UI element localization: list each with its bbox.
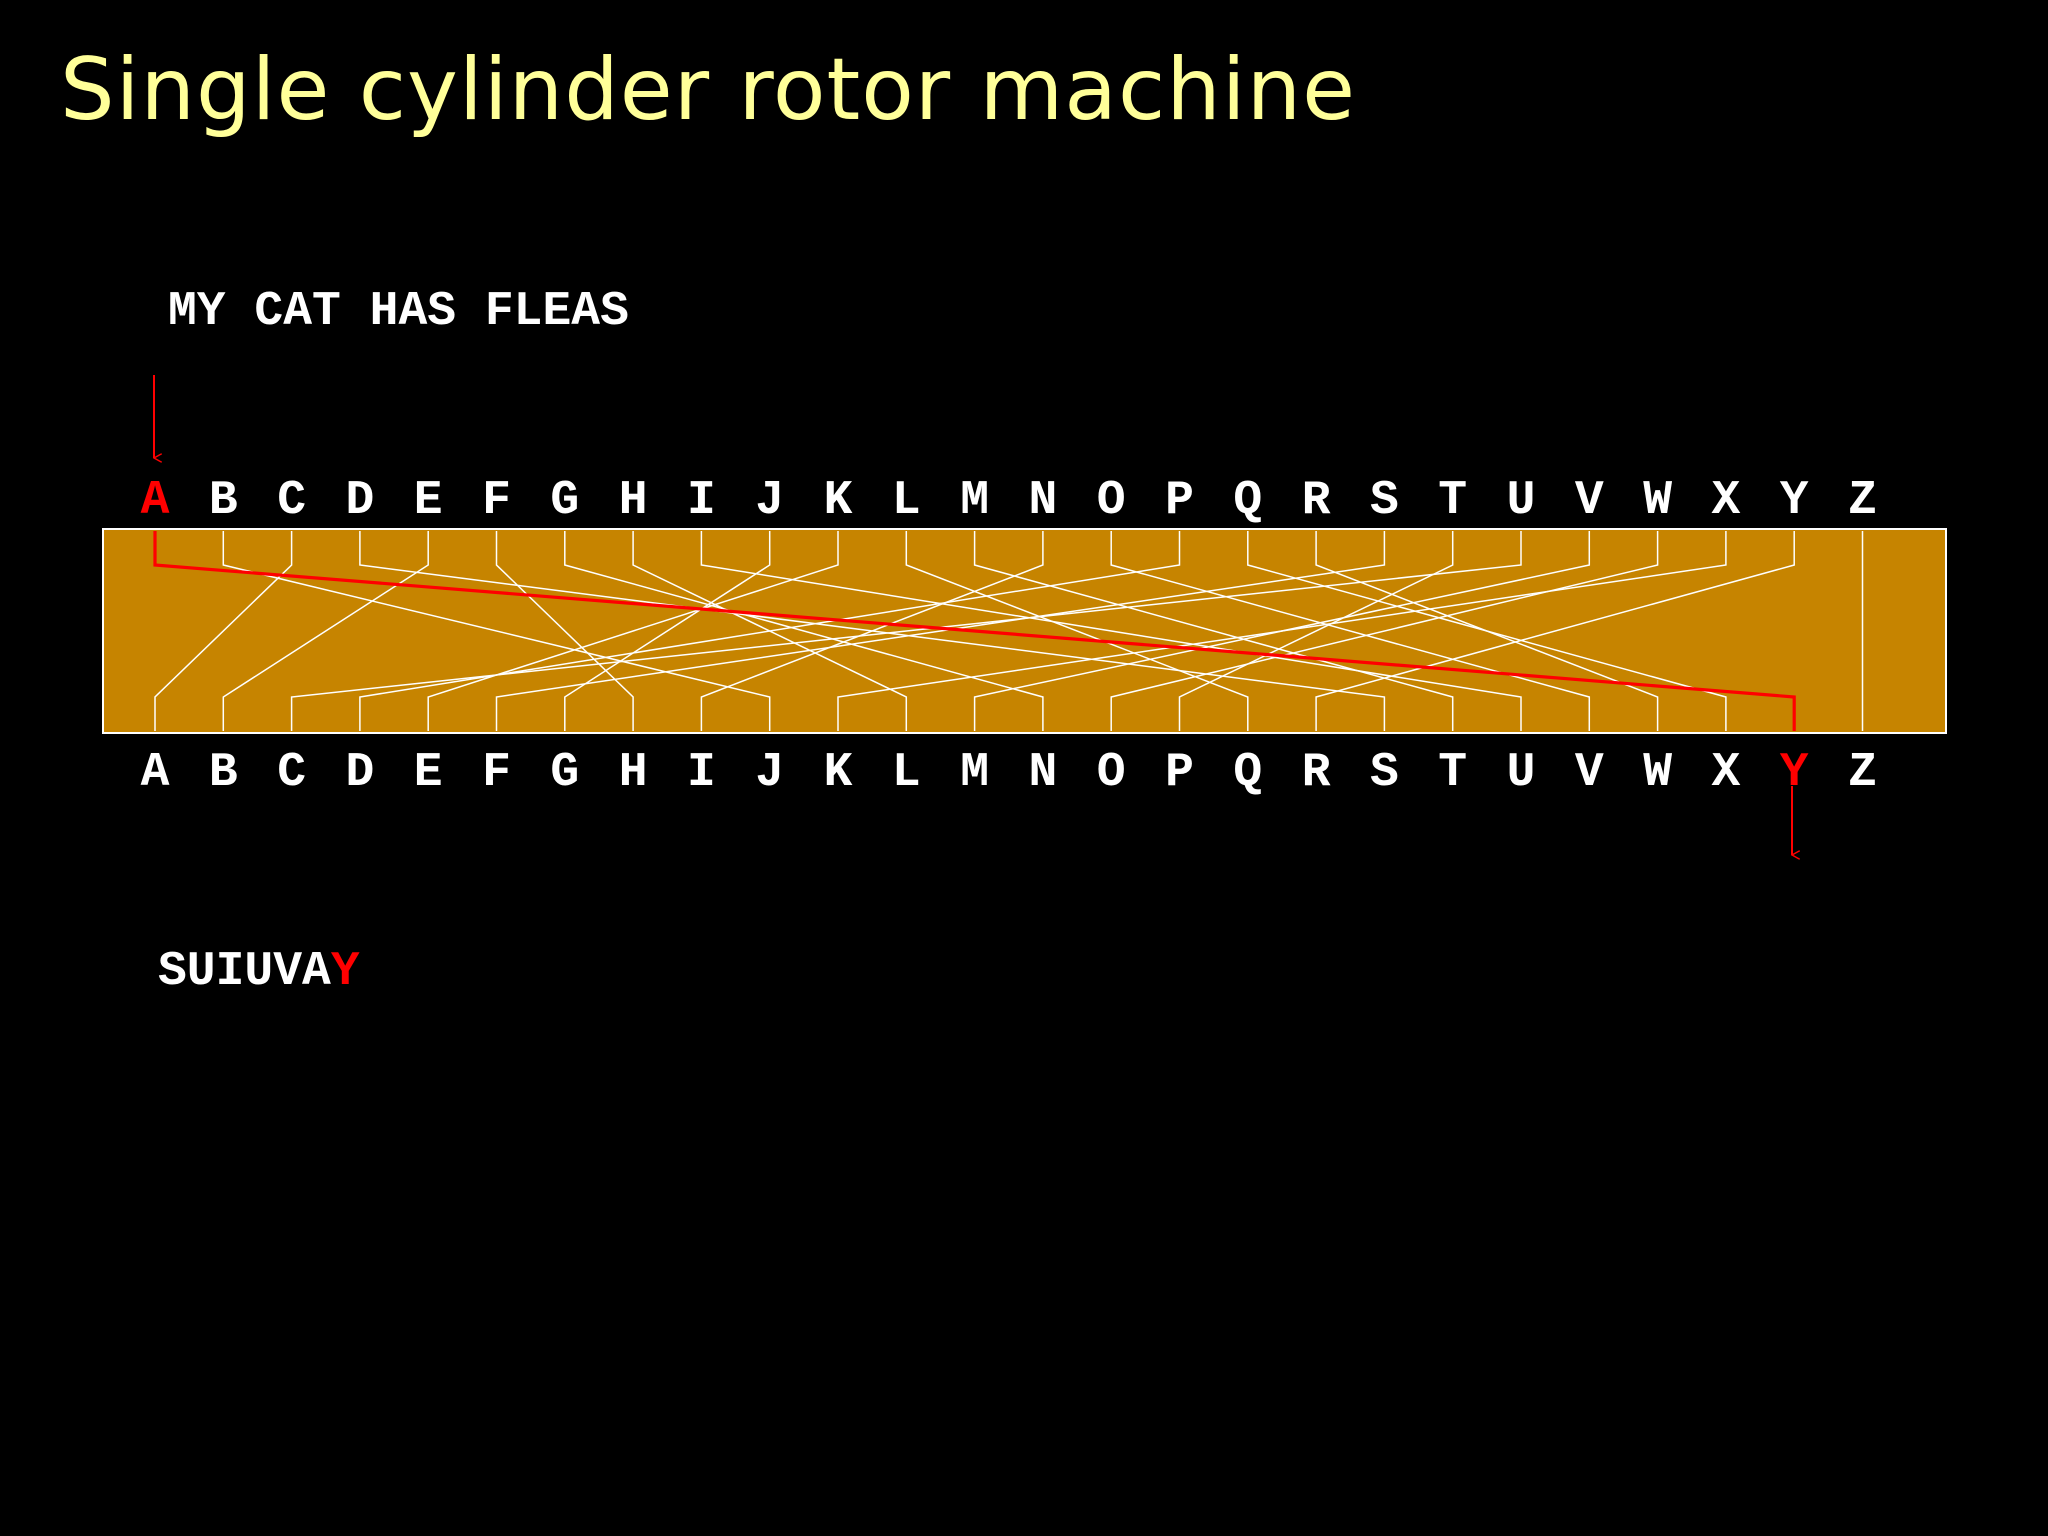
input-letter-i: I <box>687 474 716 528</box>
active-wire-path <box>153 531 1796 731</box>
wire-n-to-i <box>700 531 1044 731</box>
output-letter-y: Y <box>1780 746 1809 800</box>
output-letter-s: S <box>1370 746 1399 800</box>
output-letter-t: T <box>1438 746 1467 800</box>
input-letter-z: Z <box>1848 474 1877 528</box>
input-letter-o: O <box>1097 474 1126 528</box>
wire-x-to-k <box>837 531 1727 731</box>
input-letter-e: E <box>414 474 443 528</box>
wire-y-to-r <box>1315 531 1795 731</box>
wire-r-to-w <box>1315 531 1659 731</box>
wire-c-to-a <box>154 531 293 731</box>
input-letter-t: T <box>1438 474 1467 528</box>
output-letter-j: J <box>755 746 784 800</box>
wire-e-to-b <box>222 531 429 731</box>
wire-i-to-u <box>700 531 1522 731</box>
output-letter-l: L <box>892 746 921 800</box>
output-letter-m: M <box>960 746 989 800</box>
output-letter-n: N <box>1028 746 1057 800</box>
wire-a-to-y <box>153 531 1796 731</box>
output-letter-d: D <box>345 746 374 800</box>
output-letter-o: O <box>1097 746 1126 800</box>
ciphertext-output: SUIUVAY <box>158 945 360 999</box>
output-letter-q: Q <box>1233 746 1262 800</box>
input-letter-p: P <box>1165 474 1194 528</box>
wire-w-to-o <box>1110 531 1659 731</box>
wire-p-to-d <box>359 531 1181 731</box>
input-letter-m: M <box>960 474 989 528</box>
wire-b-to-j <box>222 531 771 731</box>
ciphertext-prefix: SUIUVA <box>158 945 331 999</box>
output-letter-h: H <box>619 746 648 800</box>
output-letter-k: K <box>824 746 853 800</box>
slide-title: Single cylinder rotor machine <box>60 40 1357 140</box>
input-letter-v: V <box>1575 474 1604 528</box>
plaintext-message: MY CAT HAS FLEAS <box>168 285 629 339</box>
output-letter-c: C <box>277 746 306 800</box>
input-letter-l: L <box>892 474 921 528</box>
input-letter-f: F <box>482 474 511 528</box>
input-letter-k: K <box>824 474 853 528</box>
rotor-wires <box>154 531 1864 731</box>
wire-f-to-h <box>495 531 634 731</box>
output-letter-x: X <box>1711 746 1740 800</box>
output-letter-e: E <box>414 746 443 800</box>
wire-u-to-c <box>290 531 1522 731</box>
output-letter-f: F <box>482 746 511 800</box>
input-letter-r: R <box>1302 474 1331 528</box>
wire-j-to-g <box>564 531 771 731</box>
rotor-cylinder <box>102 528 1947 734</box>
wire-o-to-v <box>1110 531 1591 731</box>
wire-k-to-e <box>427 531 839 731</box>
output-letter-u: U <box>1507 746 1536 800</box>
input-letter-a: A <box>141 474 170 528</box>
output-letter-w: W <box>1643 746 1672 800</box>
input-letter-s: S <box>1370 474 1399 528</box>
input-letter-u: U <box>1507 474 1536 528</box>
output-letter-a: A <box>141 746 170 800</box>
output-letter-g: G <box>550 746 579 800</box>
input-letter-j: J <box>755 474 784 528</box>
input-letter-w: W <box>1643 474 1672 528</box>
wire-g-to-n <box>564 531 1044 731</box>
wire-t-to-p <box>1178 531 1454 731</box>
input-letter-y: Y <box>1780 474 1809 528</box>
input-letter-d: D <box>345 474 374 528</box>
wire-s-to-f <box>495 531 1386 731</box>
output-letter-i: I <box>687 746 716 800</box>
output-letter-p: P <box>1165 746 1194 800</box>
input-letter-x: X <box>1711 474 1740 528</box>
output-letter-z: Z <box>1848 746 1877 800</box>
input-letter-b: B <box>209 474 238 528</box>
input-letter-q: Q <box>1233 474 1262 528</box>
input-letter-g: G <box>550 474 579 528</box>
wire-m-to-t <box>973 531 1454 731</box>
output-letter-r: R <box>1302 746 1331 800</box>
input-letter-c: C <box>277 474 306 528</box>
output-letter-b: B <box>209 746 238 800</box>
output-letter-v: V <box>1575 746 1604 800</box>
ciphertext-current-letter: Y <box>330 945 360 999</box>
input-letter-n: N <box>1028 474 1057 528</box>
wire-l-to-q <box>905 531 1249 731</box>
input-letter-h: H <box>619 474 648 528</box>
